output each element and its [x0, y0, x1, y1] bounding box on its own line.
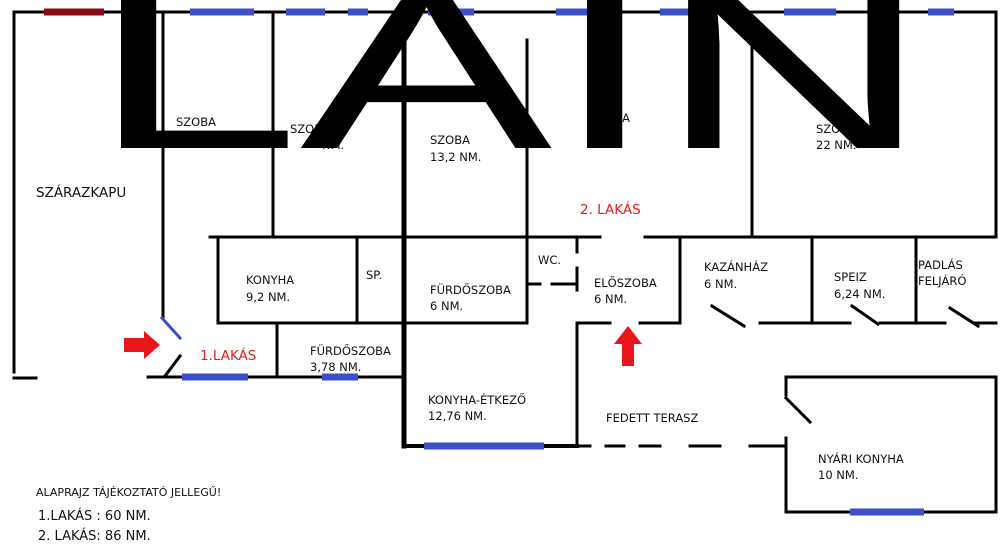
room-name: KONYHA	[246, 273, 294, 287]
room-area: 10 NM.	[818, 468, 858, 482]
room-name: FELJÁRÓ	[918, 273, 966, 288]
room-area: 22 NM.	[816, 138, 856, 152]
room-name: FÜRDŐSZOBA	[310, 342, 391, 358]
room-area: 13,2 NM.	[430, 150, 481, 164]
room-name: SZOBA	[590, 111, 630, 125]
apartment-1-label: 1.LAKÁS	[200, 347, 256, 364]
room-name: KAZÁNHÁZ	[704, 259, 768, 274]
room-area: 6 NM.	[430, 299, 463, 313]
room-name: PADLÁS	[918, 257, 963, 272]
room-area: 12,76 NM.	[428, 409, 487, 423]
entrance-arrow-icon	[614, 326, 642, 366]
room-area: 9,2 NM.	[246, 290, 290, 304]
room-labels: SZÁRAZKAPU SZOBA SZOBA NM. SZOBA 13,2 NM…	[36, 111, 966, 482]
room-name: SZOBA	[816, 122, 856, 136]
room-area: NM.	[322, 138, 344, 152]
room-area: 3,78 NM.	[310, 360, 361, 374]
room-name: SZOBA	[290, 122, 330, 136]
room-name: SZOBA	[430, 133, 470, 147]
room-name: FEDETT TERASZ	[606, 411, 698, 425]
entrance-arrow-icon	[124, 331, 160, 359]
walls	[12, 9, 998, 514]
watermark: LAIN	[90, 0, 930, 197]
notes: ALAPRAJZ TÁJÉKOZTATÓ JELLEGŰ! 1.LAKÁS : …	[36, 485, 221, 544]
room-area: 2 NM.	[590, 127, 623, 141]
room-name: SP.	[366, 268, 382, 282]
apartment-2-label: 2. LAKÁS	[580, 201, 641, 218]
szarazkapu-label: SZÁRAZKAPU	[36, 184, 126, 201]
room-name: SPEIZ	[834, 270, 867, 284]
room-area: 6 NM.	[594, 292, 627, 306]
room-name: WC.	[538, 253, 561, 267]
windows	[44, 8, 954, 516]
room-name: FÜRDŐSZOBA	[430, 281, 511, 297]
disclaimer: ALAPRAJZ TÁJÉKOZTATÓ JELLEGŰ!	[36, 485, 221, 499]
room-area: 6 NM.	[704, 277, 737, 291]
room-name: ELŐSZOBA	[594, 275, 657, 290]
apt2-total: 2. LAKÁS: 86 NM.	[38, 528, 151, 544]
room-name: NYÁRI KONYHA	[818, 451, 904, 466]
room-area: 6,24 NM.	[834, 287, 885, 301]
room-name: SZOBA	[176, 115, 216, 129]
room-name: KONYHA-ÉTKEZŐ	[428, 392, 526, 407]
apt1-total: 1.LAKÁS : 60 NM.	[38, 508, 151, 524]
